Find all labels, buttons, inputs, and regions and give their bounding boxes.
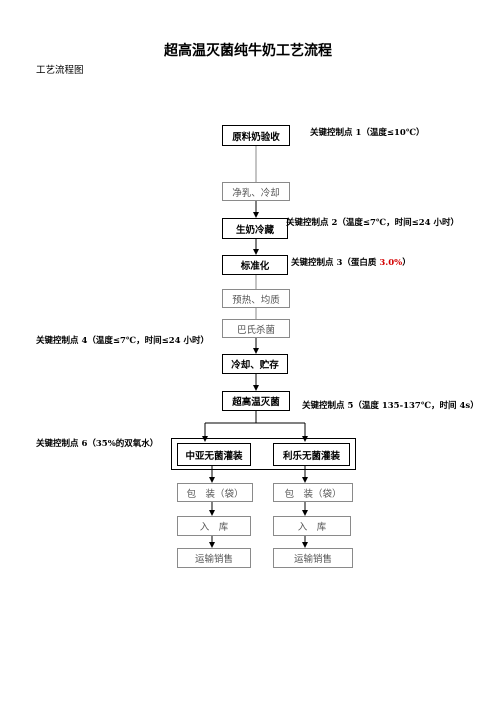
ccp-1-label: 关键控制点 1（温度≤10℃）: [310, 128, 425, 138]
node-raw-milk: 原料奶验收: [222, 125, 290, 146]
node-fill-a: 中亚无菌灌装: [177, 443, 251, 466]
ccp-5-label: 关键控制点 5（温度 135-137℃，时间 4s）: [302, 401, 479, 411]
ccp-3-highlight: 3.0%: [379, 258, 403, 268]
node-standardize: 标准化: [222, 255, 288, 275]
node-fill-b: 利乐无菌灌装: [273, 443, 350, 466]
node-clean-cool: 净乳、冷却: [222, 182, 290, 201]
node-ship-b: 运输销售: [273, 548, 353, 568]
node-pack-b: 包 装（袋）: [273, 483, 353, 502]
filling-group-frame: [171, 438, 356, 470]
node-preheat: 预热、均质: [222, 289, 290, 308]
ccp-2-label: 关键控制点 2（温度≤7℃，时间≤24 小时）: [286, 218, 460, 228]
ccp-4-label: 关键控制点 4（温度≤7℃，时间≤24 小时）: [36, 336, 210, 346]
node-uht: 超高温灭菌: [222, 391, 290, 411]
page-subtitle: 工艺流程图: [36, 65, 84, 76]
node-cool-store: 冷却、贮存: [222, 354, 288, 374]
node-pack-a: 包 装（袋）: [177, 483, 253, 502]
ccp-3-prefix: 关键控制点 3（蛋白质: [291, 258, 380, 268]
page-title: 超高温灭菌纯牛奶工艺流程: [164, 43, 332, 59]
node-store-a: 入 库: [177, 516, 251, 536]
node-ship-a: 运输销售: [177, 548, 251, 568]
ccp-3-label: 关键控制点 3（蛋白质 3.0%）: [291, 257, 411, 269]
ccp-3-suffix: ）: [402, 258, 411, 268]
node-cold-store: 生奶冷藏: [222, 218, 288, 239]
node-store-b: 入 库: [273, 516, 351, 536]
node-pasteurize: 巴氏杀菌: [222, 319, 290, 338]
ccp-6-label: 关键控制点 6（35%的双氧水）: [36, 439, 159, 449]
